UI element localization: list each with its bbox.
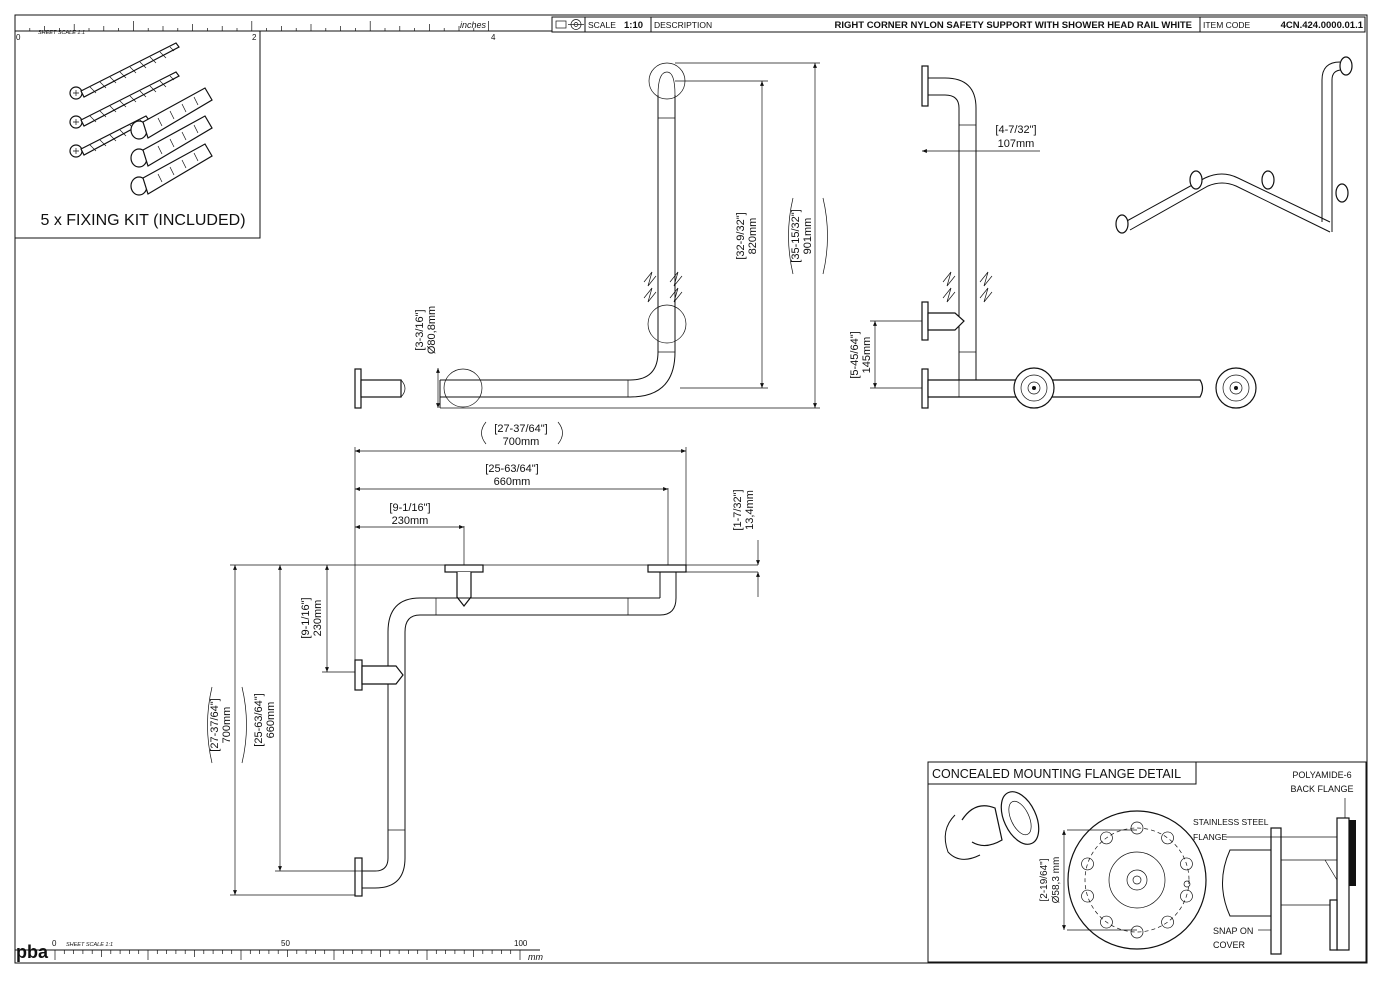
flange-end-icon <box>1215 367 1257 409</box>
flange-hole <box>1130 821 1144 835</box>
flange-hole <box>1100 831 1113 845</box>
item-code-value: 4CN.424.0000.01.1 <box>1281 20 1364 31</box>
dim-700-top-imperial: [27-37/64"] <box>494 423 547 435</box>
dim-34-metric: 13,4mm <box>744 490 756 530</box>
wall-plug-icon <box>130 143 213 196</box>
dim-145-metric: 145mm <box>861 337 873 374</box>
plan-view: [27-37/64"] 700mm [25-63/64"] 660mm [9-1… <box>207 421 760 897</box>
dim-107-imperial: [4-7/32"] <box>995 124 1036 136</box>
flange-front-icon <box>1067 810 1207 950</box>
flange-hole <box>1180 857 1193 871</box>
dim-145-imperial: [5-45/64"] <box>849 331 861 378</box>
flange-hole <box>1161 915 1174 929</box>
inches-ruler-tick-0: 0 <box>16 33 21 42</box>
fixing-kit-caption: 5 x FIXING KIT (INCLUDED) <box>40 212 245 229</box>
dim-34-imperial: [1-7/32"] <box>732 489 744 530</box>
flange-hole <box>1081 857 1094 871</box>
dim-820-metric: 820mm <box>747 218 759 255</box>
isometric-view <box>1115 56 1353 234</box>
dim-660-left-metric: 660mm <box>265 702 277 739</box>
projection-symbol-icon <box>555 19 584 30</box>
inches-ruler-sheet-scale: SHEET SCALE 1:1 <box>38 30 85 36</box>
flange-detail-title: CONCEALED MOUNTING FLANGE DETAIL <box>932 767 1181 781</box>
flange-hole <box>1100 915 1113 929</box>
dim-700-left-metric: 700mm <box>221 707 233 744</box>
dim-230-top-imperial: [9-1/16"] <box>389 502 430 514</box>
scale-value: 1:10 <box>624 20 643 31</box>
mm-ruler-tick-0: 0 <box>52 939 57 948</box>
label-polyamide-line2: BACK FLANGE <box>1290 784 1353 794</box>
dim-660-top-imperial: [25-63/64"] <box>485 463 538 475</box>
flange-dim-metric: Ø58,3 mm <box>1051 857 1062 904</box>
label-snap-line2: COVER <box>1213 940 1246 950</box>
mm-ruler-tick-50: 50 <box>281 939 290 948</box>
inches-ruler-unit: inches <box>460 20 487 30</box>
scale-label: SCALE <box>588 20 616 30</box>
flange-hole <box>1180 889 1193 903</box>
dim-230-top-metric: 230mm <box>392 515 429 527</box>
flange-section-icon <box>1222 817 1356 955</box>
inches-ruler-tick-2: 2 <box>252 33 257 42</box>
title-block: SCALE 1:10 DESCRIPTION RIGHT CORNER NYLO… <box>551 16 1366 33</box>
sheet-border <box>14 14 1368 964</box>
dim-660-top-metric: 660mm <box>494 476 531 488</box>
dim-700-top-metric: 700mm <box>503 436 540 448</box>
item-code-label: ITEM CODE <box>1203 20 1251 30</box>
dim-901-imperial: [35-15/32"] <box>790 209 802 262</box>
inches-ruler-tick-4: 4 <box>491 33 496 42</box>
pba-logo: pba <box>16 942 49 962</box>
wall-plug-icon <box>130 115 213 168</box>
screw-icon <box>69 42 180 100</box>
dim-230-left-metric: 230mm <box>312 600 324 637</box>
label-stainless-line1: STAINLESS STEEL <box>1193 817 1269 827</box>
dim-107-metric: 107mm <box>998 138 1035 150</box>
inches-ruler: 0 SHEET SCALE 1:1 2 inches 4 <box>14 20 552 42</box>
dim-820-imperial: [32-9/32"] <box>735 212 747 259</box>
wall-plug-icon <box>130 87 213 140</box>
label-snap-line1: SNAP ON <box>1213 926 1253 936</box>
description-label: DESCRIPTION <box>654 20 712 30</box>
flange-hole <box>1161 831 1174 845</box>
flange-hole <box>1081 889 1094 903</box>
front-view: [32-9/32"] 820mm [35-15/32"] 901mm [3-3/… <box>354 62 828 409</box>
dim-901-metric: 901mm <box>802 218 814 255</box>
label-polyamide-line1: POLYAMIDE-6 <box>1292 770 1351 780</box>
flange-end-icon <box>1013 367 1055 409</box>
flange-3d-icon <box>944 791 1040 860</box>
flange-hole <box>1130 925 1144 939</box>
mm-ruler-sheet-scale: SHEET SCALE 1:1 <box>66 942 113 948</box>
flange-dim-imperial: [2-19/64"] <box>1039 858 1050 901</box>
description-value: RIGHT CORNER NYLON SAFETY SUPPORT WITH S… <box>835 20 1193 31</box>
dim-700-left-imperial: [27-37/64"] <box>209 698 221 751</box>
screw-icon <box>69 71 180 129</box>
dim-660-left-imperial: [25-63/64"] <box>253 693 265 746</box>
flange-detail-panel: CONCEALED MOUNTING FLANGE DETAIL [2-19/6… <box>927 761 1367 963</box>
dim-diameter-metric: Ø80,8mm <box>426 306 438 354</box>
dim-230-left-imperial: [9-1/16"] <box>300 597 312 638</box>
fixing-kit-panel: 5 x FIXING KIT (INCLUDED) <box>14 30 261 239</box>
dim-diameter-imperial: [3-3/16"] <box>414 309 426 350</box>
side-view: [4-7/32"] 107mm [5-45/64"] 145mm <box>849 65 1257 409</box>
mm-ruler: 0 SHEET SCALE 1:1 50 100 mm <box>15 939 543 962</box>
label-stainless-line2: FLANGE <box>1193 832 1227 842</box>
mm-ruler-tick-100: 100 <box>514 939 528 948</box>
mm-ruler-unit: mm <box>528 952 543 962</box>
